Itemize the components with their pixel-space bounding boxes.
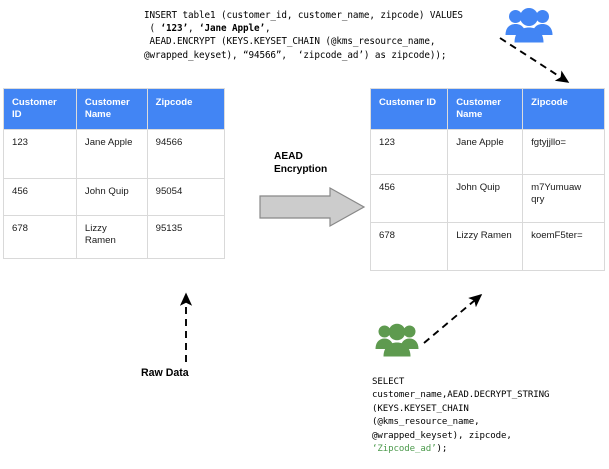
insert-line-3: AEAD.ENCRYPT (KEYS.KEYSET_CHAIN (@kms_re…: [144, 36, 436, 48]
raw-data-label: Raw Data: [141, 367, 189, 379]
select-sql-statement: SELECT customer_name,AEAD.DECRYPT_STRING…: [372, 376, 549, 456]
cell-customer-id: 678: [3, 215, 77, 259]
select-literal-zipcode-ad: ‘Zipcode_ad’: [372, 444, 437, 455]
cell-customer-name: Lizzy Ramen: [447, 222, 524, 271]
cell-zipcode: m7Yumuaw qry: [522, 174, 605, 223]
select-line-1: SELECT: [372, 377, 405, 387]
select-line-6-rest: );: [436, 444, 448, 455]
table-row: 123 Jane Apple fgtyjjllo=: [369, 129, 605, 175]
cell-customer-name: John Quip: [447, 174, 524, 223]
dashed-down-right-arrow-icon: [499, 37, 570, 83]
plaintext-table: Customer ID Customer Name Zipcode 123 Ja…: [3, 88, 226, 259]
column-header-customer-name: Customer Name: [447, 88, 524, 130]
column-header-customer-id: Customer ID: [3, 88, 77, 130]
people-group-icon-green: [375, 323, 419, 357]
table-row: 456 John Quip 95054: [3, 178, 226, 216]
insert-line-2-prefix: (: [144, 23, 161, 35]
column-header-zipcode: Zipcode: [522, 88, 605, 130]
cell-customer-name: Jane Apple: [75, 129, 148, 179]
cell-customer-name: Lizzy Ramen: [75, 215, 148, 259]
cell-customer-name: Jane Apple: [447, 129, 524, 175]
insert-literal-customer-id: ‘123’: [160, 23, 189, 35]
insert-line-2-mid: ,: [188, 23, 199, 35]
select-line-5: @wrapped_keyset), zipcode,: [372, 430, 512, 441]
cell-zipcode: 94566: [146, 129, 226, 179]
select-line-3: (KEYS.KEYSET_CHAIN: [372, 403, 469, 414]
cell-customer-id: 456: [3, 178, 77, 216]
cell-customer-name: John Quip: [75, 178, 148, 216]
insert-line-1: INSERT table1 (customer_id, customer_nam…: [144, 10, 463, 21]
select-line-4: (@kms_resource_name,: [372, 417, 480, 428]
insert-line-2-suffix: ,: [264, 23, 271, 35]
insert-literal-customer-name: ‘Jane Apple’: [199, 23, 265, 35]
aead-encryption-label: AEAD Encryption: [274, 151, 328, 175]
column-header-customer-name: Customer Name: [75, 88, 148, 130]
cell-zipcode: 95054: [146, 178, 226, 216]
column-header-zipcode: Zipcode: [146, 88, 226, 130]
cell-customer-id: 678: [369, 222, 449, 271]
table-header-row: Customer ID Customer Name Zipcode: [369, 88, 605, 130]
table-row: 678 Lizzy Ramen 95135: [3, 215, 226, 259]
table-header-row: Customer ID Customer Name Zipcode: [3, 88, 226, 130]
right-block-arrow-icon: [259, 186, 366, 228]
table-row: 123 Jane Apple 94566: [3, 129, 226, 179]
encrypted-table: Customer ID Customer Name Zipcode 123 Ja…: [369, 88, 605, 271]
select-line-2: customer_name,AEAD.DECRYPT_STRING: [372, 390, 550, 401]
table-row: 456 John Quip m7Yumuaw qry: [369, 174, 605, 223]
dashed-up-right-arrow-icon: [423, 294, 483, 344]
cell-zipcode: 95135: [146, 215, 226, 259]
cell-customer-id: 123: [3, 129, 77, 179]
insert-sql-statement: INSERT table1 (customer_id, customer_nam…: [144, 9, 463, 62]
column-header-customer-id: Customer ID: [369, 88, 449, 130]
cell-zipcode: fgtyjjllo=: [522, 129, 605, 175]
cell-customer-id: 123: [369, 129, 449, 175]
cell-zipcode: koemF5ter=: [522, 222, 605, 271]
table-row: 678 Lizzy Ramen koemF5ter=: [369, 222, 605, 271]
insert-line-4: @wrapped_keyset), “94566”, ‘zipcode_ad’)…: [144, 49, 447, 61]
people-group-icon-blue: [505, 8, 553, 43]
cell-customer-id: 456: [369, 174, 449, 223]
